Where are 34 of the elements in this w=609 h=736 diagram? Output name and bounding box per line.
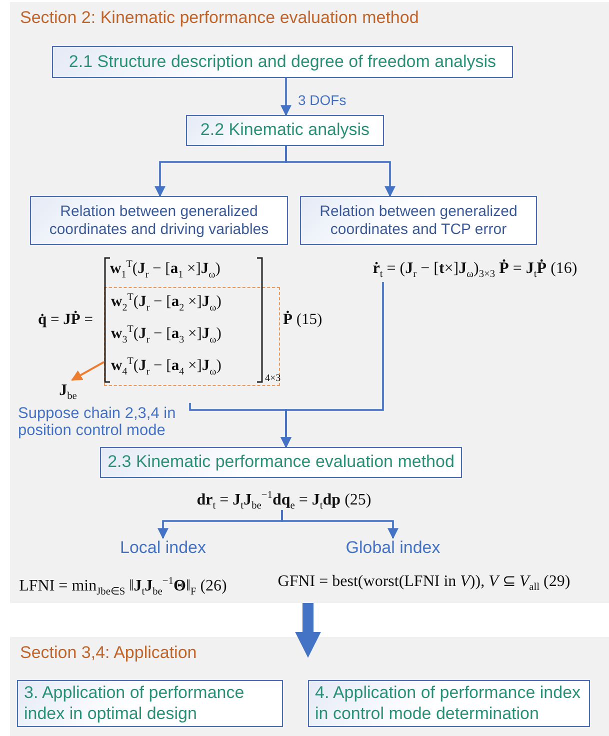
section-panel	[10, 2, 609, 603]
section-panel	[10, 637, 609, 736]
arrow	[280, 282, 384, 448]
matrix-size: 4×3	[265, 373, 281, 385]
equation: GFNI = best(worst(LFNI in V)), V ⊆ V$_{all}$ (29)	[276, 572, 572, 596]
equation: LFNI = min$_{Jbe∈S}$ ‖J$_{t}$J$_{be}$$^{−1}$Θ‖$_{F}$ (26)	[18, 575, 228, 600]
arrow	[281, 510, 398, 540]
process-box: Relation between generalized coordinates and TCP error	[300, 196, 537, 245]
equation: J$_{be}$	[50, 380, 86, 402]
note: Suppose chain 2,3,4 in position control mode	[18, 406, 177, 440]
equation-part: Ṗ (15)	[283, 311, 322, 330]
process-box: 2.1 Structure description and degree of freedom analysis	[52, 46, 513, 78]
index-heading: Global index	[337, 538, 449, 560]
equation-part: w$_{3}$$^{T}$(J$_{r}$ − [a$_{3}$ ×]J$_{ω}$)	[111, 324, 222, 346]
equation-part: w$_{2}$$^{T}$(J$_{r}$ − [a$_{2}$ ×]J$_{ω}$)	[111, 292, 222, 314]
equation-part: w$_{1}$$^{T}$(J$_{r}$ − [a$_{1}$ ×]J$_{ω}$)	[110, 259, 220, 282]
equation: dr$_{t}$ = J$_{t}$J$_{be}$$^{−1}$dq$_{e}$ = J$_{t}$dp (25)	[176, 482, 392, 510]
section-heading: Section 3,4: Application	[20, 643, 197, 663]
equation: ṙ$_{t}$ = (J$_{r}$ − [t×]J$_{ω}$)$_{3×3}$ Ṗ = J$_{t}$Ṗ (16)	[344, 256, 606, 282]
equation-part: q̇ = JṖ =	[38, 311, 93, 330]
process-box: 3. Application of performance index in optimal design	[17, 680, 283, 727]
process-box: 2.3 Kinematic performance evaluation method	[100, 447, 462, 478]
arrow	[285, 146, 396, 198]
arrow	[280, 78, 292, 116]
process-box: 4. Application of performance index in control mode determination	[308, 680, 590, 727]
arrow	[71, 361, 104, 381]
equation-part: w$_{4}$$^{T}$(J$_{r}$ − [a$_{4}$ ×]J$_{ω}$)	[111, 356, 222, 378]
dashed-highlight-box	[104, 287, 280, 386]
index-heading: Local index	[113, 538, 213, 560]
section-heading: Section 2: Kinematic performance evaluation method	[20, 8, 419, 28]
arrow	[295, 603, 321, 658]
process-box: 2.2 Kinematic analysis	[186, 115, 384, 146]
edge-label: 3 DOFs	[296, 92, 348, 108]
process-box: Relation between generalized coordinates and driving variables	[30, 196, 288, 245]
